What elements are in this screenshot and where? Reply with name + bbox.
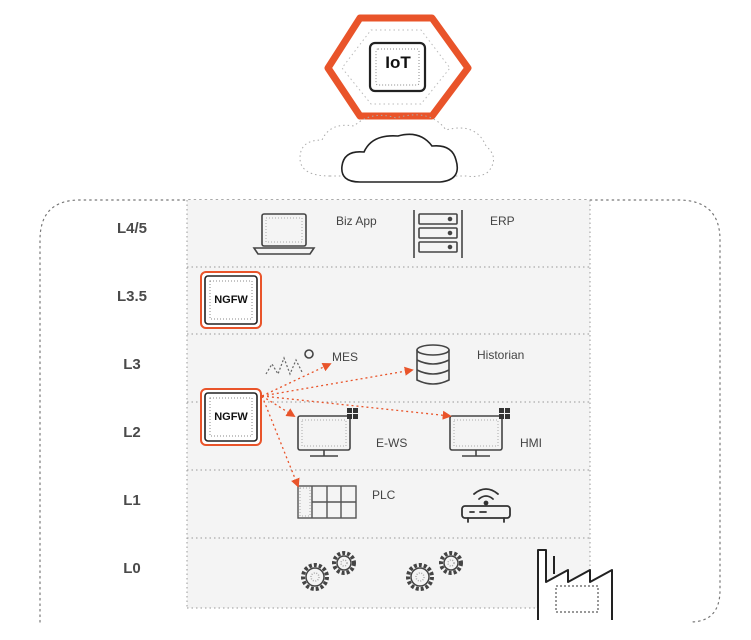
level-label-l1: L1 [123, 492, 141, 509]
router-icon [461, 488, 511, 523]
database-icon [416, 344, 450, 385]
historian-label: Historian [477, 348, 525, 362]
level-label-l45: L4/5 [116, 220, 147, 237]
cloud-icon [299, 114, 494, 183]
signal-icon [265, 349, 314, 376]
monitor-windows-icon [297, 408, 358, 457]
erp-label: ERP [490, 214, 515, 228]
firewall-icon [200, 388, 262, 446]
biz-app-label: Biz App [336, 214, 377, 228]
level-label-l3: L3 [123, 356, 141, 373]
level-bands [186, 200, 591, 609]
mes-label: MES [332, 350, 359, 364]
gears-icon [301, 551, 356, 591]
level-label-l2: L2 [123, 424, 141, 441]
ngfw-label-l35: NGFW [214, 294, 248, 306]
factory-icon [537, 549, 613, 620]
gears-icon [406, 551, 463, 591]
plc-label: PLC [372, 488, 396, 502]
hexagon-icon [324, 14, 472, 120]
plc-grid-icon [297, 485, 357, 519]
laptop-icon [252, 213, 316, 255]
level-label-l35: L3.5 [116, 288, 147, 305]
ngfw-label-l2: NGFW [214, 411, 248, 423]
level-label-l0: L0 [123, 560, 141, 577]
hmi-label: HMI [520, 436, 542, 450]
firewall-icon [200, 271, 262, 329]
iot-label: IoT [385, 53, 411, 72]
monitor-windows-icon [449, 408, 510, 457]
enclosure-boundary [39, 199, 721, 623]
server-rack-icon [413, 210, 463, 258]
e-ws-label: E-WS [376, 436, 408, 450]
connections [261, 362, 452, 488]
